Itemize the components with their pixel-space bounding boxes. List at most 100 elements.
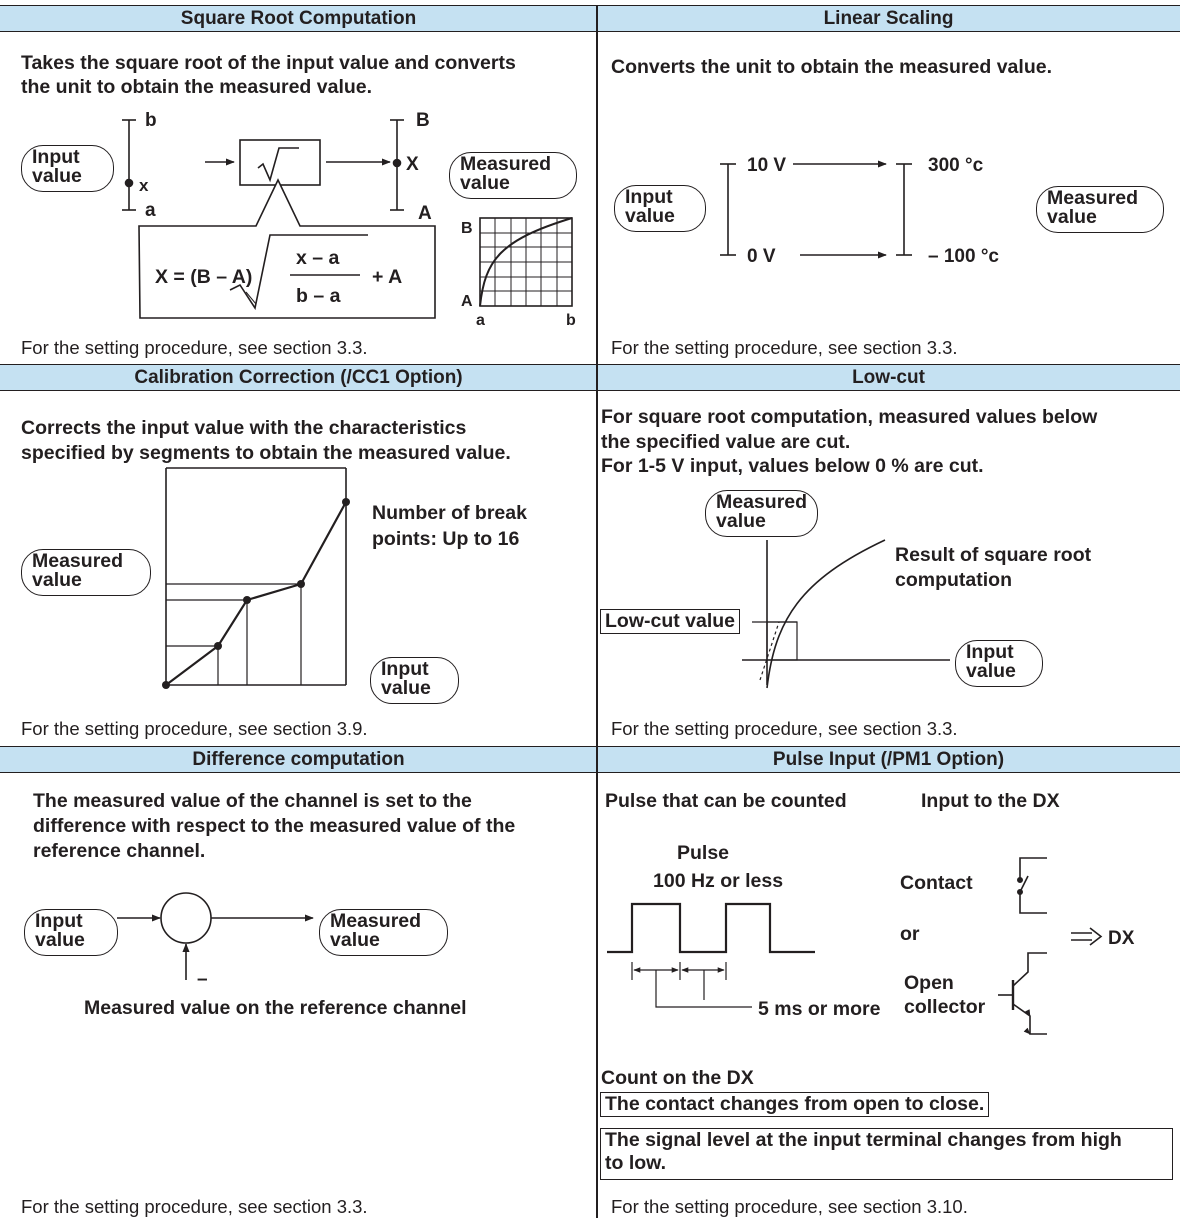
calibration-footer: For the setting procedure, see section 3… <box>21 718 368 739</box>
measured-value-pill: Measured value <box>1036 186 1164 233</box>
calibration-description-line2: specified by segments to obtain the meas… <box>21 442 511 464</box>
pill-line2: value <box>381 677 431 699</box>
formula-tail: + A <box>372 266 402 288</box>
count-item-contact: The contact changes from open to close. <box>600 1092 990 1117</box>
pill-line2: value <box>32 165 82 187</box>
formula-denominator: b – a <box>296 285 341 307</box>
input-value-pill: Input value <box>370 657 459 704</box>
sqrt-symbol-icon <box>257 147 299 183</box>
linear-top-input: 10 V <box>747 155 786 176</box>
linear-bottom-input: 0 V <box>747 246 776 267</box>
calibration-graph <box>162 467 350 689</box>
linear-output-scale <box>896 163 912 256</box>
column-divider <box>596 5 598 1218</box>
low-cut-description-line2: the specified value are cut. <box>601 431 851 453</box>
sqrt-graph <box>479 217 573 307</box>
break-points-note-line1: Number of break <box>372 502 527 524</box>
linear-top-output: 300 °c <box>928 155 984 176</box>
label-x: x <box>139 176 149 195</box>
pulse-footer: For the setting procedure, see section 3… <box>611 1196 968 1217</box>
break-points-note-line2: points: Up to 16 <box>372 528 520 550</box>
pulse-col2-heading: Input to the DX <box>921 790 1060 812</box>
formula-lhs: X = (B – A) <box>155 266 252 288</box>
pill-line1: Input <box>625 186 673 208</box>
pill-line2: value <box>35 929 85 951</box>
pill-line1: Measured <box>1047 187 1139 209</box>
graph-label-B: B <box>461 220 473 237</box>
pill-line1: Input <box>32 146 80 168</box>
pill-line1: Measured <box>460 153 552 175</box>
count-item-line2: to low. <box>605 1152 667 1174</box>
pill-line1: Input <box>381 658 429 680</box>
measured-value-pill: Measured value <box>705 490 818 537</box>
section-header-square-root: Square Root Computation <box>0 5 597 32</box>
square-root-description-line1: Takes the square root of the input value… <box>21 52 516 74</box>
difference-description-line2: difference with respect to the measured … <box>33 815 516 837</box>
section-header-low-cut: Low-cut <box>597 364 1180 391</box>
section-header-linear-scaling: Linear Scaling <box>597 5 1180 32</box>
pill-line2: value <box>716 510 766 532</box>
pill-line2: value <box>32 569 82 591</box>
difference-minus: – <box>197 969 208 990</box>
input-value-pill: Input value <box>955 640 1043 687</box>
open-collector-line1: Open <box>904 972 954 994</box>
formula-radical-icon <box>229 234 368 311</box>
sqrt-block <box>239 139 321 186</box>
linear-description: Converts the unit to obtain the measured… <box>611 56 1052 78</box>
linear-bottom-output: – 100 °c <box>928 246 999 267</box>
graph-label-a: a <box>476 312 485 329</box>
pill-line2: value <box>330 929 380 951</box>
input-value-pill: Input value <box>21 145 114 192</box>
low-cut-graph <box>742 539 950 689</box>
section-header-difference: Difference computation <box>0 746 597 773</box>
pill-line2: value <box>625 205 675 227</box>
contact-switch-icon <box>1016 857 1047 914</box>
label-b: b <box>145 110 157 131</box>
linear-input-scale <box>720 163 736 256</box>
pill-line1: Measured <box>716 491 808 513</box>
count-item-signal-level: The signal level at the input terminal c… <box>600 1128 1173 1180</box>
graph-label-b: b <box>566 312 576 329</box>
output-point-x <box>392 158 402 168</box>
pulse-col1-heading: Pulse that can be counted <box>605 790 847 812</box>
label-A: A <box>418 203 432 224</box>
measured-value-pill: Measured value <box>449 152 577 199</box>
low-cut-description-line3: For 1-5 V input, values below 0 % are cu… <box>601 455 984 477</box>
section-header-calibration: Calibration Correction (/CC1 Option) <box>0 364 597 391</box>
count-item-line1: The signal level at the input terminal c… <box>605 1129 1122 1151</box>
pulse-label-line2: 100 Hz or less <box>653 870 784 892</box>
input-point-x <box>124 178 134 188</box>
input-value-pill: Input value <box>24 909 118 956</box>
pill-line1: Input <box>966 641 1014 663</box>
difference-description-line3: reference channel. <box>33 840 206 862</box>
pulse-timing-marks <box>631 962 752 1008</box>
section-header-pulse: Pulse Input (/PM1 Option) <box>597 746 1180 773</box>
curve-label-line2: computation <box>895 569 1012 591</box>
formula-callout <box>138 178 436 319</box>
pulse-waveform <box>607 902 815 954</box>
summing-junction <box>160 892 212 944</box>
contact-label: Contact <box>900 872 973 894</box>
measured-value-pill: Measured value <box>21 549 151 596</box>
measured-value-pill: Measured value <box>319 909 448 956</box>
low-cut-description-line1: For square root computation, measured va… <box>601 406 1098 428</box>
difference-footer: For the setting procedure, see section 3… <box>21 1196 368 1217</box>
linear-footer: For the setting procedure, see section 3… <box>611 337 958 358</box>
dx-arrow-icon <box>1071 927 1103 946</box>
low-cut-value-label: Low-cut value <box>600 609 741 634</box>
count-heading: Count on the DX <box>601 1067 754 1089</box>
pill-line1: Measured <box>330 910 422 932</box>
square-root-footer: For the setting procedure, see section 3… <box>21 337 368 358</box>
input-range-scale <box>122 119 136 211</box>
open-collector-transistor-icon <box>998 952 1047 1035</box>
formula-numerator: x – a <box>296 247 340 269</box>
input-value-pill: Input value <box>614 185 706 232</box>
calibration-description-line1: Corrects the input value with the charac… <box>21 417 467 439</box>
square-root-description-line2: the unit to obtain the measured value. <box>21 76 373 98</box>
label-a: a <box>145 200 156 221</box>
pill-line2: value <box>1047 206 1097 228</box>
graph-label-A: A <box>461 293 473 310</box>
pill-line1: Measured <box>32 550 124 572</box>
